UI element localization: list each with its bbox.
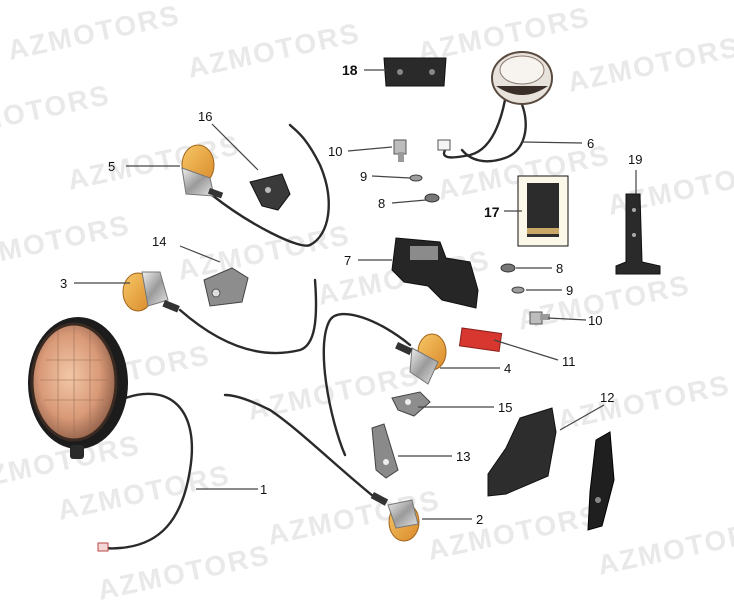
leader-lines — [74, 69, 637, 520]
reflector-11 — [458, 327, 503, 352]
turn-signal-2 — [370, 492, 420, 542]
callout-12: 12 — [600, 390, 614, 405]
watermark-text: AZMOTORS — [565, 31, 734, 98]
watermark-text: AZMOTORS — [0, 209, 133, 276]
watermark-text: AZMOTORS — [5, 0, 183, 66]
callout-8-top: 8 — [378, 196, 385, 211]
bracket-16 — [249, 173, 291, 211]
bolt-10-right — [529, 311, 550, 325]
watermark-text: AZMOTORS — [555, 369, 733, 436]
callout-8-right: 8 — [556, 261, 563, 276]
watermark-text: AZMOTORS — [0, 79, 113, 146]
bracket-13 — [371, 423, 399, 479]
callout-2: 2 — [476, 512, 483, 527]
signal-4-wire — [322, 312, 412, 457]
callout-5: 5 — [108, 159, 115, 174]
watermark-text: AZMOTORS — [515, 269, 693, 336]
watermark-text: AZMOTORS — [605, 154, 734, 221]
callout-15: 15 — [498, 400, 512, 415]
washer-8-top — [424, 193, 440, 203]
headlight — [28, 317, 194, 552]
cover-17 — [517, 175, 569, 247]
headlight-wire — [98, 392, 194, 550]
washer-8-right — [500, 263, 516, 273]
watermark-text: AZMOTORS — [65, 129, 243, 196]
callout-labels: 1 2 3 4 5 6 7 8 8 9 9 10 10 11 12 13 14 … — [60, 62, 642, 527]
callout-17: 17 — [484, 204, 500, 220]
signal-3-wire — [178, 278, 318, 355]
callout-6: 6 — [587, 136, 594, 151]
callout-10-top: 10 — [328, 144, 342, 159]
turn-signal-4 — [395, 333, 447, 385]
bracket-15 — [391, 391, 431, 417]
license-bracket-7 — [391, 237, 479, 309]
washer-9-right — [511, 286, 525, 294]
signal-5-wire — [210, 123, 330, 247]
callout-19: 19 — [628, 152, 642, 167]
washer-9-top — [409, 174, 423, 182]
callout-10-right: 10 — [588, 313, 602, 328]
tail-light-6 — [437, 51, 553, 163]
callout-3: 3 — [60, 276, 67, 291]
callout-16: 16 — [198, 109, 212, 124]
callout-14: 14 — [152, 234, 166, 249]
callout-9-right: 9 — [566, 283, 573, 298]
callout-9-top: 9 — [360, 169, 367, 184]
plate-18 — [383, 57, 447, 87]
callout-7: 7 — [344, 253, 351, 268]
callout-18: 18 — [342, 62, 358, 78]
bolt-10-top — [393, 139, 407, 162]
bracket-19 — [615, 193, 661, 275]
callout-1: 1 — [260, 482, 267, 497]
signal-2-wire — [223, 393, 380, 502]
turn-signal-3 — [122, 271, 180, 313]
callout-13: 13 — [456, 449, 470, 464]
watermark-text: AZMOTORS — [425, 499, 603, 566]
bracket-14 — [203, 267, 249, 307]
turn-signal-5 — [181, 144, 224, 199]
watermark-text: AZMOTORS — [595, 514, 734, 581]
bracket-12 — [487, 407, 615, 531]
watermark-text: AZMOTORS — [245, 359, 423, 426]
callout-11: 11 — [562, 354, 576, 369]
watermark-text: AZMOTORS — [185, 17, 363, 84]
callout-4: 4 — [504, 361, 511, 376]
